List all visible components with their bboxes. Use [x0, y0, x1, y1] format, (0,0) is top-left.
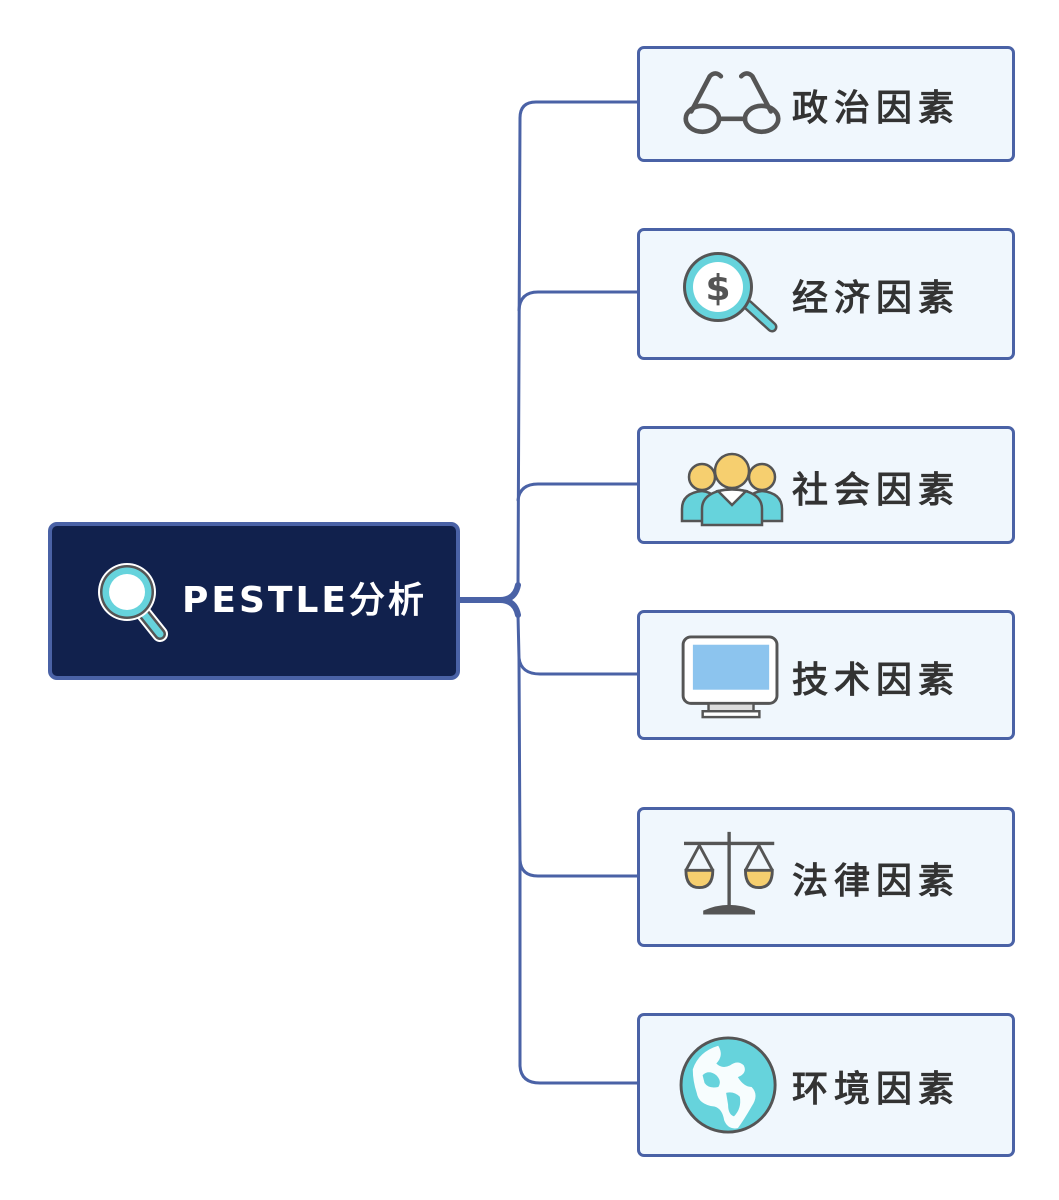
connector-society: [516, 482, 639, 502]
globe-icon: [679, 1036, 777, 1134]
dollar-magnifier-icon: $: [683, 252, 778, 333]
branch-node-environment[interactable]: 环境因素: [637, 1013, 1015, 1157]
branch-label-politics: 政治因素: [792, 88, 961, 129]
branch-label-environment: 环境因素: [792, 1069, 961, 1110]
branch-label-society: 社会因素: [792, 470, 961, 511]
scales-icon: [684, 831, 775, 915]
glasses-icon: [683, 71, 781, 135]
magnifier-icon: [98, 563, 168, 642]
connector-root: [457, 582, 521, 603]
monitor-icon: [681, 635, 779, 719]
root-node[interactable]: PESTLE分析: [48, 522, 460, 680]
branch-label-legal: 法律因素: [792, 861, 961, 902]
branch-node-politics[interactable]: 政治因素: [637, 46, 1015, 162]
connector-technology: [516, 613, 639, 676]
branch-node-society[interactable]: 社会因素: [637, 426, 1015, 544]
branch-label-technology: 技术因素: [792, 660, 961, 701]
branch-node-technology[interactable]: 技术因素: [637, 610, 1015, 740]
branch-node-economy[interactable]: $ 经济因素: [637, 228, 1015, 360]
connector-environment: [518, 858, 639, 1085]
people-group-icon: [680, 452, 784, 527]
connector-root-lower: [497, 597, 521, 618]
branch-label-economy: 经济因素: [792, 278, 961, 319]
root-label: PESTLE分析: [182, 580, 427, 621]
connector-legal: [517, 656, 639, 878]
branch-node-legal[interactable]: 法律因素: [637, 807, 1015, 947]
connector-economy: [517, 290, 639, 312]
svg-text:$: $: [705, 268, 730, 309]
connector-politics: [516, 100, 639, 587]
